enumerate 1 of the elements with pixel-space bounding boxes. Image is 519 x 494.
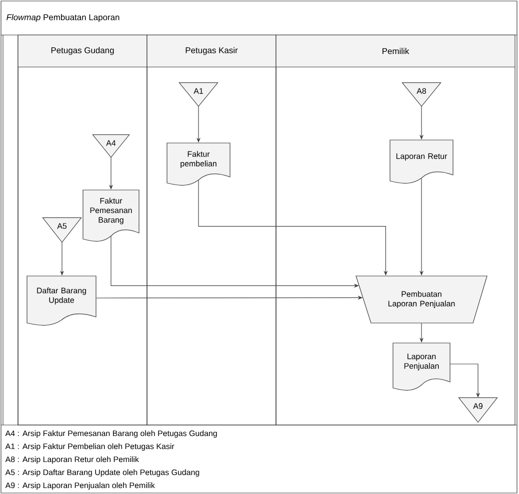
title: Flowmap Pembuatan Laporan: [6, 14, 120, 22]
